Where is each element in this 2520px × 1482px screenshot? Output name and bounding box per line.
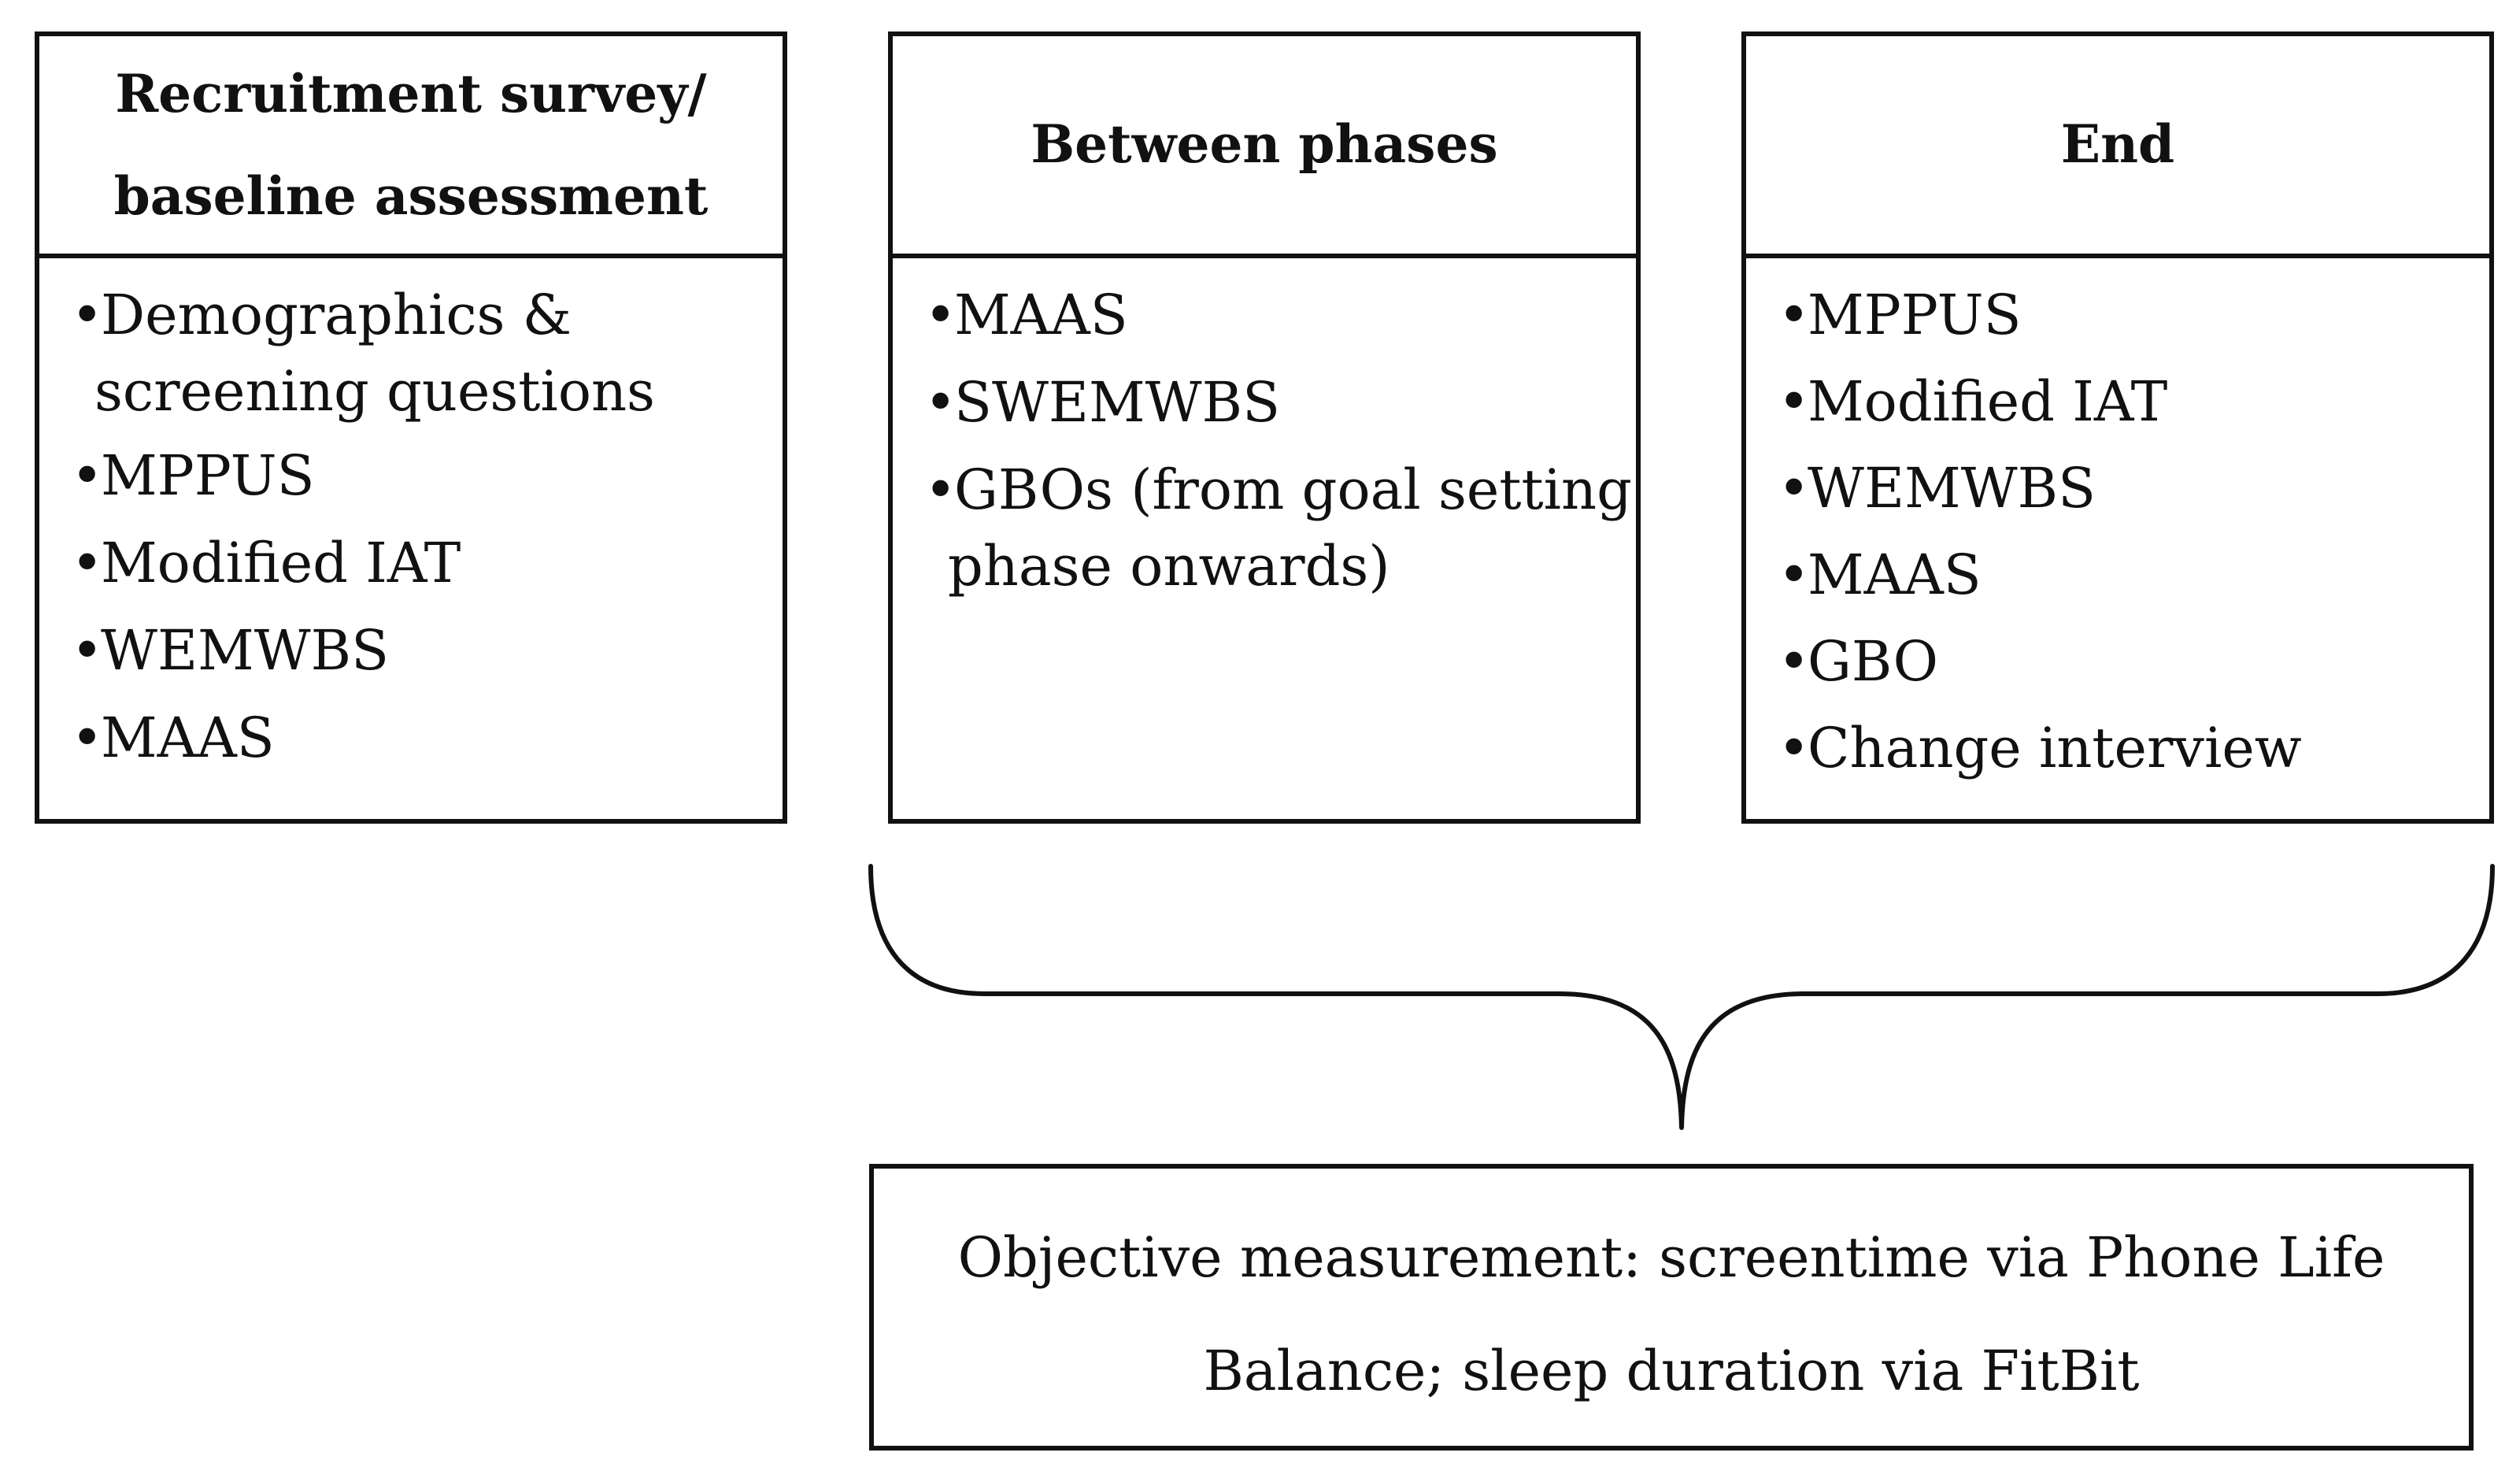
- bullet-icon: •: [924, 283, 957, 347]
- list-item-text: GBO: [1808, 629, 1939, 694]
- baseline-measures-list: • Demographics & screening questions • M…: [68, 277, 770, 787]
- list-item: • Modified IAT: [68, 525, 770, 602]
- bullet-icon: •: [71, 706, 104, 770]
- list-item: • WEMWBS: [1774, 450, 2477, 526]
- list-item: • GBO: [1774, 624, 2477, 699]
- list-item-text: WEMWBS: [101, 618, 390, 683]
- list-item-text: Modified IAT: [1808, 369, 2168, 434]
- baseline-assessment-box: Recruitment survey/ baseline assessment …: [35, 31, 787, 824]
- list-item-text-continued: screening questions: [94, 359, 655, 424]
- bullet-icon: •: [924, 370, 957, 435]
- list-item-text: MAAS: [101, 706, 275, 770]
- list-item-text-continued: phase onwards): [948, 534, 1390, 598]
- bullet-icon: •: [1778, 456, 1811, 521]
- bullet-icon: •: [1778, 283, 1811, 347]
- list-item-text: WEMWBS: [1808, 456, 2096, 521]
- bullet-icon: •: [1778, 716, 1811, 780]
- list-item: • GBOs (from goal setting phase onwards): [921, 452, 1632, 605]
- bullet-icon: •: [924, 458, 957, 522]
- list-item: • MPPUS: [68, 438, 770, 514]
- list-item-text: MPPUS: [1808, 283, 2022, 347]
- list-item: • Change interview: [1774, 710, 2477, 786]
- list-item-text: MAAS: [1808, 543, 1982, 607]
- bullet-icon: •: [1778, 369, 1811, 434]
- list-item-text: Change interview: [1808, 716, 2302, 780]
- bullet-icon: •: [71, 283, 104, 347]
- bullet-icon: •: [71, 443, 104, 508]
- baseline-assessment-header: Recruitment survey/ baseline assessment: [39, 36, 783, 258]
- brace-path: [868, 864, 2495, 1130]
- list-item: • MAAS: [68, 700, 770, 776]
- end-header: End: [1746, 36, 2489, 258]
- bullet-icon: •: [71, 618, 104, 683]
- list-item-text: MPPUS: [101, 443, 315, 508]
- end-box: End • MPPUS • Modified IAT • WEMWBS • MA…: [1741, 31, 2494, 824]
- list-item: • MPPUS: [1774, 277, 2477, 353]
- between-phases-header: Between phases: [893, 36, 1636, 258]
- objective-measurement-box: Objective measurement: screentime via Ph…: [869, 1164, 2474, 1451]
- between-phases-box: Between phases • MAAS • SWEMWBS • GBOs (…: [888, 31, 1641, 824]
- list-item: • WEMWBS: [68, 613, 770, 689]
- bullet-icon: •: [1778, 543, 1811, 607]
- list-item-text: Demographics &: [101, 283, 572, 347]
- list-item: • Modified IAT: [1774, 364, 2477, 439]
- list-item: • MAAS: [921, 277, 1623, 354]
- list-item-text: MAAS: [954, 283, 1128, 347]
- baseline-header-line-1: Recruitment survey/: [115, 63, 707, 124]
- between-phases-measures-list: • MAAS • SWEMWBS • GBOs (from goal setti…: [921, 277, 1632, 616]
- end-header-text: End: [2060, 113, 2175, 176]
- between-phases-header-text: Between phases: [1031, 113, 1498, 176]
- baseline-header-line-2: baseline assessment: [113, 165, 709, 227]
- objective-measurement-line-1: Objective measurement: screentime via Ph…: [957, 1225, 2385, 1290]
- list-item: • SWEMWBS: [921, 365, 1623, 441]
- bullet-icon: •: [71, 531, 104, 595]
- objective-measurement-line-2: Balance; sleep duration via FitBit: [1203, 1339, 2140, 1403]
- list-item-text: SWEMWBS: [954, 370, 1281, 435]
- end-measures-list: • MPPUS • Modified IAT • WEMWBS • MAAS •…: [1774, 277, 2477, 786]
- list-item-text: Modified IAT: [101, 531, 461, 595]
- list-item: • MAAS: [1774, 537, 2477, 613]
- list-item: • Demographics & screening questions: [68, 277, 770, 430]
- bullet-icon: •: [1778, 629, 1811, 694]
- list-item-text: GBOs (from goal setting: [954, 458, 1632, 522]
